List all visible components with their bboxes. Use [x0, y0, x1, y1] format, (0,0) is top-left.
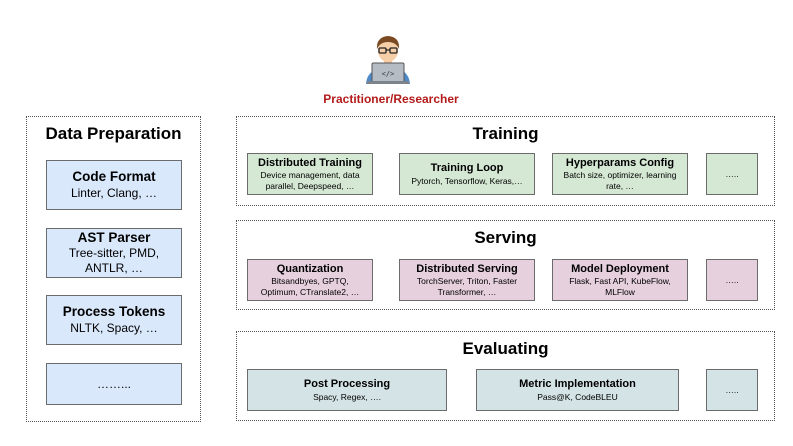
- distributed-training-title: Distributed Training: [258, 157, 362, 170]
- code-format-title: Code Format: [72, 169, 156, 185]
- process-tokens-title: Process Tokens: [62, 304, 166, 320]
- hyperparams-config-title: Hyperparams Config: [565, 157, 675, 170]
- data-prep-more-ellipsis: ……...: [96, 376, 131, 391]
- metric-implementation-box: Metric Implementation Pass@K, CodeBLEU: [476, 369, 679, 411]
- training-more-box: …..: [706, 153, 758, 195]
- distributed-training-box: Distributed Training Device management, …: [247, 153, 373, 195]
- evaluating-more-ellipsis: …..: [725, 384, 739, 395]
- data-preparation-panel: Data Preparation Code Format Linter, Cla…: [26, 116, 201, 422]
- quantization-box: Quantization Bitsandbyes, GPTQ, Optimum,…: [247, 259, 373, 301]
- serving-title: Serving: [474, 228, 537, 247]
- training-more-ellipsis: …..: [725, 168, 739, 179]
- training-loop-box: Training Loop Pytorch, Tensorflow, Keras…: [399, 153, 535, 195]
- researcher-label: Practitioner/Researcher: [323, 92, 459, 106]
- distributed-serving-subtitle: TorchServer, Triton, Faster Transformer,…: [416, 276, 518, 297]
- quantization-title: Quantization: [276, 263, 344, 276]
- distributed-serving-box: Distributed Serving TorchServer, Triton,…: [399, 259, 535, 301]
- evaluating-title: Evaluating: [462, 339, 549, 358]
- evaluating-panel: Evaluating Post Processing Spacy, Regex,…: [236, 331, 775, 421]
- process-tokens-box: Process Tokens NLTK, Spacy, …: [46, 295, 182, 345]
- serving-more-ellipsis: …..: [725, 274, 739, 285]
- model-deployment-subtitle: Flask, Fast API, KubeFlow, MLFlow: [569, 276, 671, 297]
- model-deployment-box: Model Deployment Flask, Fast API, KubeFl…: [552, 259, 688, 301]
- code-format-box: Code Format Linter, Clang, …: [46, 160, 182, 210]
- developer-with-laptop-icon: </>: [361, 34, 415, 84]
- distributed-training-subtitle: Device management, data parallel, Deepsp…: [260, 170, 360, 191]
- training-loop-title: Training Loop: [430, 162, 504, 175]
- data-preparation-title: Data Preparation: [45, 124, 182, 143]
- evaluating-more-box: …..: [706, 369, 758, 411]
- quantization-subtitle: Bitsandbyes, GPTQ, Optimum, CTranslate2,…: [260, 276, 360, 297]
- post-processing-box: Post Processing Spacy, Regex, ….: [247, 369, 447, 411]
- ast-parser-subtitle: Tree-sitter, PMD, ANTLR, …: [68, 246, 160, 276]
- model-deployment-title: Model Deployment: [571, 263, 669, 276]
- process-tokens-subtitle: NLTK, Spacy, …: [70, 320, 158, 335]
- hyperparams-config-subtitle: Batch size, optimizer, learning rate, …: [563, 170, 677, 191]
- post-processing-subtitle: Spacy, Regex, ….: [313, 391, 381, 402]
- training-loop-subtitle: Pytorch, Tensorflow, Keras,…: [411, 175, 523, 186]
- data-prep-more-box: ……...: [46, 363, 182, 405]
- distributed-serving-title: Distributed Serving: [416, 263, 518, 276]
- metric-implementation-subtitle: Pass@K, CodeBLEU: [537, 391, 618, 402]
- metric-implementation-title: Metric Implementation: [519, 378, 636, 391]
- post-processing-title: Post Processing: [303, 378, 391, 391]
- training-title: Training: [472, 124, 539, 143]
- ast-parser-box: AST Parser Tree-sitter, PMD, ANTLR, …: [46, 228, 182, 278]
- svg-text:</>: </>: [382, 70, 395, 78]
- code-format-subtitle: Linter, Clang, …: [70, 185, 158, 200]
- training-panel: Training Distributed Training Device man…: [236, 116, 775, 206]
- ast-parser-title: AST Parser: [77, 229, 151, 245]
- serving-panel: Serving Quantization Bitsandbyes, GPTQ, …: [236, 220, 775, 310]
- serving-more-box: …..: [706, 259, 758, 301]
- hyperparams-config-box: Hyperparams Config Batch size, optimizer…: [552, 153, 688, 195]
